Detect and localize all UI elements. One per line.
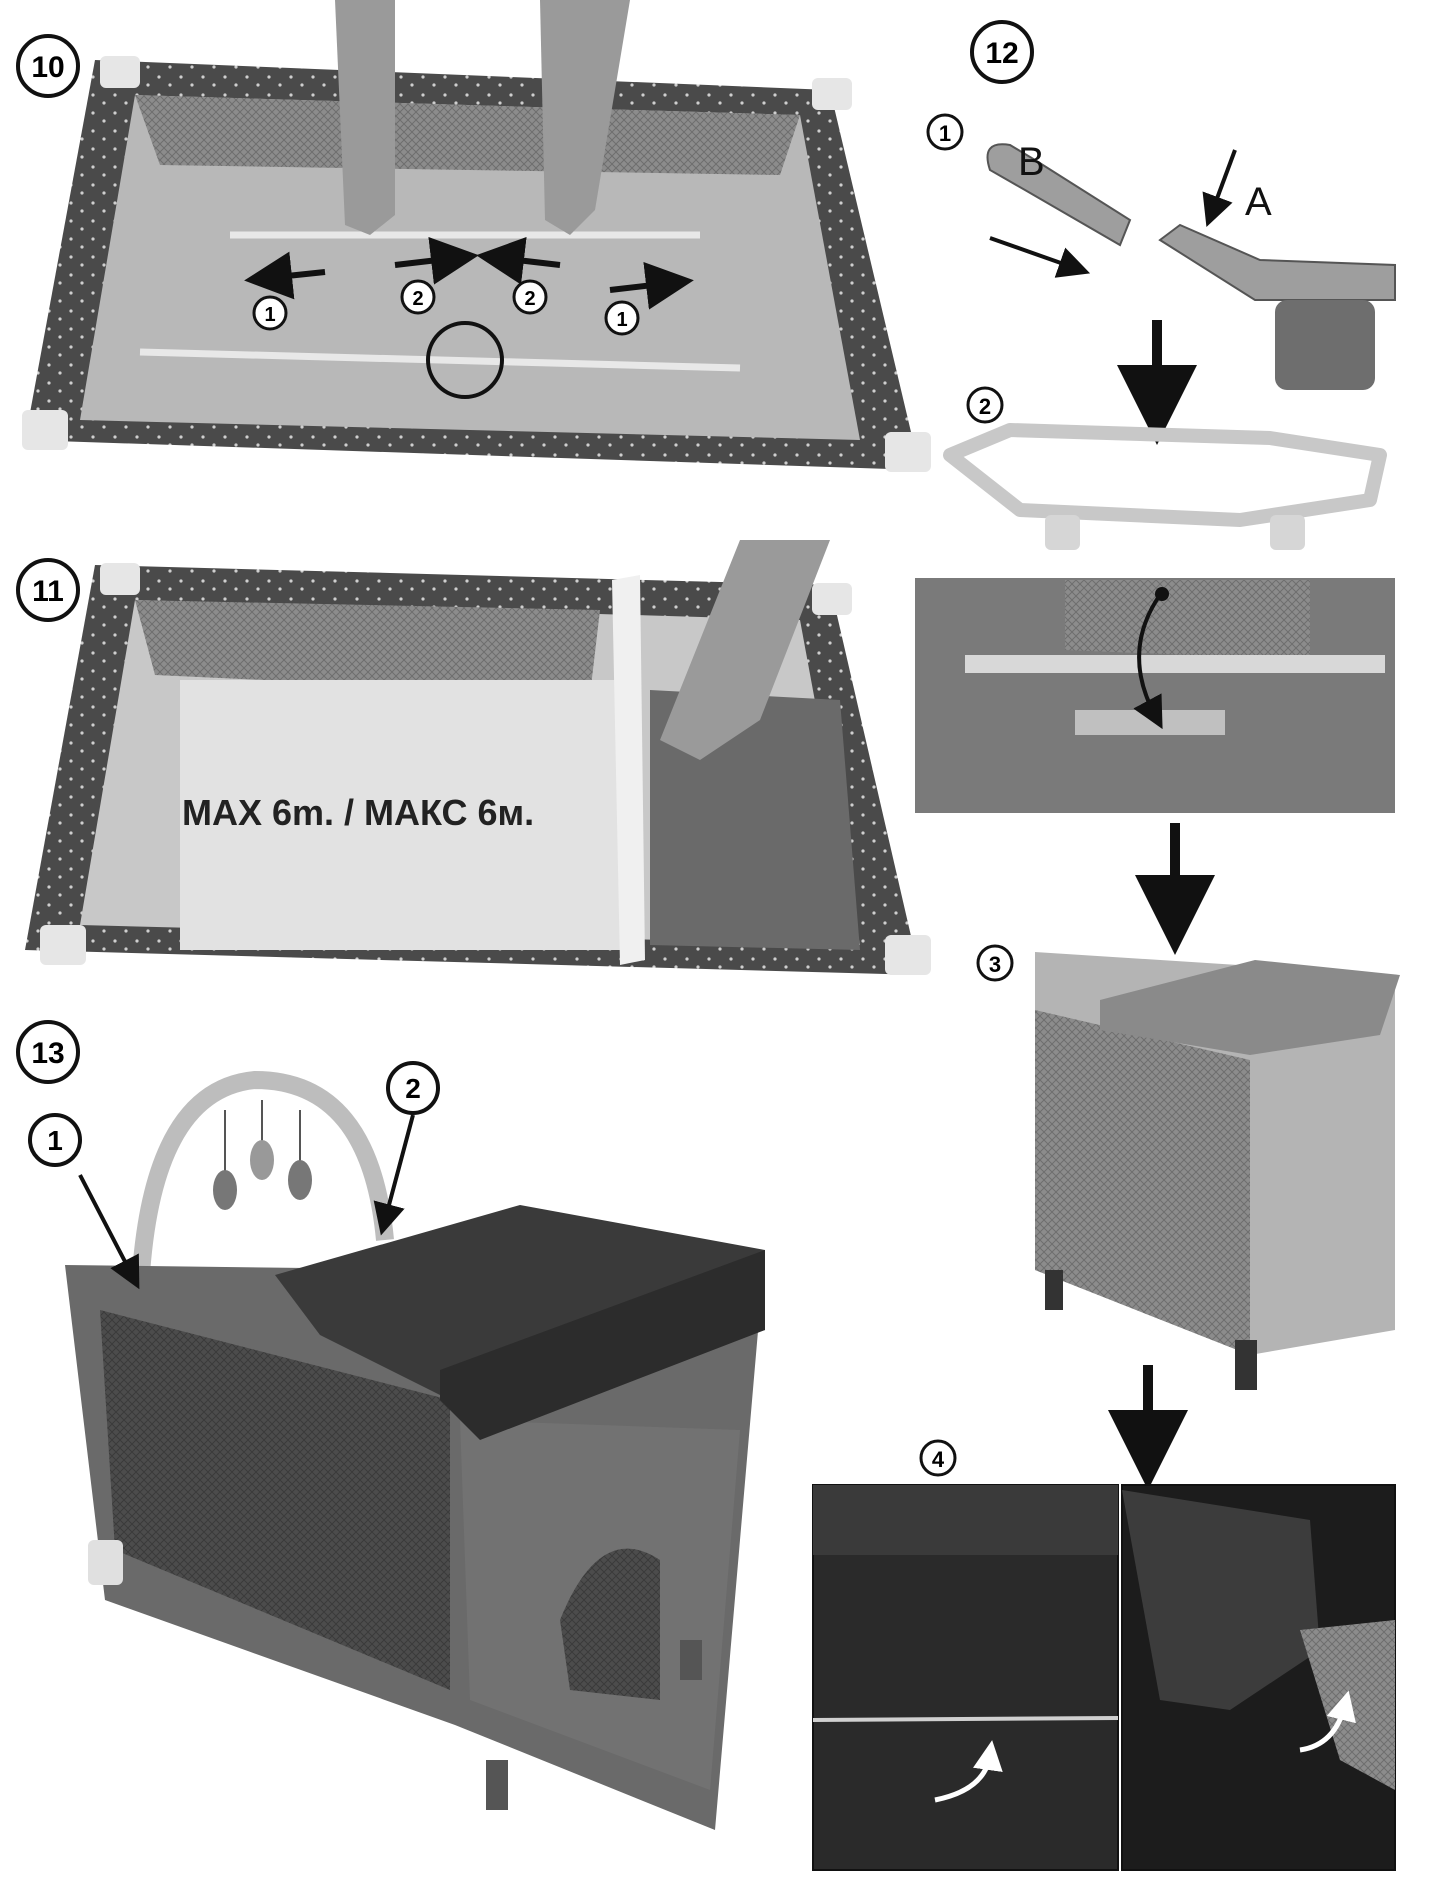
corner-cap (812, 78, 852, 110)
tube-a (1158, 223, 1396, 301)
step-11-number: 11 (16, 558, 80, 622)
arrow-slide-b (989, 236, 1091, 278)
changer-3 (1100, 960, 1400, 1055)
marker-2b: 2 (512, 279, 548, 315)
step-10-label: 10 (31, 51, 64, 84)
step-13-number: 13 (16, 1020, 80, 1084)
step-11-label: 11 (32, 575, 64, 608)
sub2-label: 2 (979, 394, 991, 419)
attach-mesh (1065, 580, 1310, 660)
toy-arch (131, 1070, 394, 1291)
leg (1045, 1270, 1063, 1310)
callout-1-label: 1 (47, 1125, 63, 1156)
marker-2a: 2 (400, 279, 436, 315)
step-12-sub1: 1 B A (926, 113, 1396, 390)
frame-foot (1270, 515, 1305, 550)
arrow-out-right (609, 261, 694, 310)
arrow-in-right (476, 236, 561, 285)
crib-mesh-13 (100, 1310, 450, 1690)
attach-dot (1155, 587, 1169, 601)
callout-1: 1 (28, 1113, 82, 1167)
crib-mesh-back-10 (135, 95, 800, 175)
corner-cap (885, 432, 931, 472)
photo-4-right-fabric (1122, 1490, 1320, 1710)
callout-2: 2 (386, 1061, 440, 1115)
sub1-label: 1 (939, 121, 951, 146)
photo-4-left-arrow (934, 1740, 1003, 1803)
corner-cap (885, 935, 931, 975)
tube-b (986, 143, 1132, 247)
leg (1235, 1340, 1257, 1390)
toy-hanging (288, 1160, 312, 1200)
corner-cap (812, 583, 852, 615)
photo-4-right-arrow (1299, 1690, 1356, 1753)
arm-divider (660, 540, 830, 760)
tube-a-label: A (1245, 180, 1272, 224)
arm-left (335, 0, 395, 235)
marker-2b-label: 2 (524, 288, 535, 310)
sub3-label: 3 (989, 952, 1001, 977)
photo-4-left-bar (812, 1716, 1119, 1722)
leg (486, 1760, 508, 1810)
changer-flap (440, 1250, 765, 1440)
marker-1b-label: 1 (616, 309, 627, 331)
step-13-label: 13 (31, 1037, 64, 1070)
attach-arrow (1133, 590, 1164, 730)
callout-2-line (373, 1114, 415, 1236)
frame-foot (1045, 515, 1080, 550)
step-12-photo-attach (915, 578, 1395, 813)
wheel (88, 1540, 123, 1585)
step-12-sub4: 4 (812, 1439, 1396, 1871)
marker-2a-label: 2 (412, 288, 423, 310)
step-10-number: 10 (16, 34, 80, 98)
arrow-press-a (1202, 149, 1237, 228)
step-12-sub2: 2 (943, 386, 1387, 550)
step-12-label: 12 (985, 37, 1018, 70)
corner-cap (22, 410, 68, 450)
divider-panel (612, 575, 645, 965)
changing-frame (943, 423, 1387, 527)
step-13-panel: 1 2 (28, 1061, 765, 1830)
highlight-circle (426, 321, 504, 399)
tube-clip (1275, 300, 1375, 390)
corner-cap (100, 56, 140, 88)
corner-cap (40, 925, 86, 965)
marker-1a: 1 (252, 295, 288, 331)
crib-bar-bottom-10 (139, 348, 741, 372)
callout-1-line (78, 1174, 140, 1290)
max-age-label: MAX 6m. / МАКС 6м. (182, 792, 534, 833)
leg (680, 1640, 702, 1680)
photo-4-left-top (813, 1485, 1118, 1555)
mattress (180, 680, 620, 950)
marker-1a-label: 1 (264, 304, 275, 326)
callout-2-label: 2 (405, 1073, 421, 1104)
arrow-in-left (394, 236, 479, 285)
toy-hanging (213, 1170, 237, 1210)
marker-1b: 1 (604, 300, 640, 336)
arrow-out-left (244, 251, 326, 300)
crib-end-window (560, 1548, 660, 1700)
step-11-panel: MAX 6m. / МАКС 6м. (25, 540, 931, 975)
sub4-label: 4 (932, 1447, 945, 1472)
arm-right (540, 0, 630, 235)
toy-hanging (250, 1140, 274, 1180)
velcro-strip (1075, 710, 1225, 735)
corner-cap (100, 563, 140, 595)
crib-mesh-3 (1035, 1010, 1250, 1355)
step-12-sub3: 3 (976, 944, 1400, 1390)
tube-b-label: B (1018, 140, 1045, 184)
attach-bar (965, 655, 1385, 673)
step-12-number: 12 (970, 20, 1034, 84)
crib-mesh-back-11 (135, 600, 600, 695)
step-10-panel: 1 2 2 1 (22, 0, 931, 472)
